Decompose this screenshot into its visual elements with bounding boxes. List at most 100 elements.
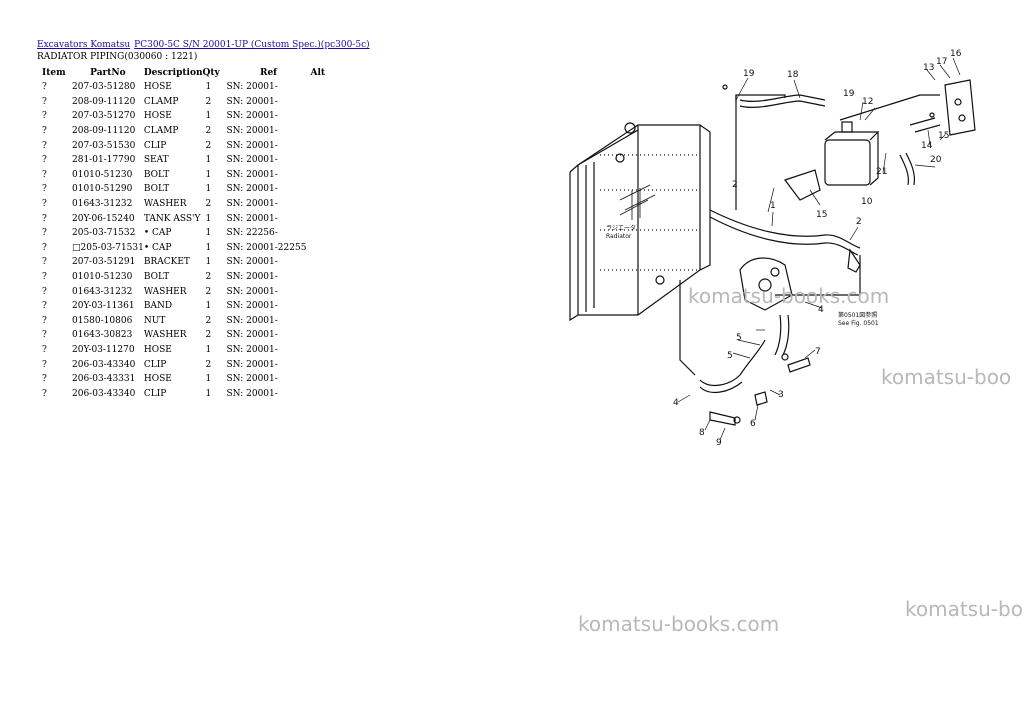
callout-1: 1 xyxy=(770,201,776,211)
table-header-row: Item PartNo Description Qty Ref Alt xyxy=(37,65,341,80)
row-part-no: 01643-30823 xyxy=(72,330,133,341)
row-description: WASHER xyxy=(143,199,187,210)
callout-11: 12 xyxy=(862,97,873,107)
row-qty: 2 xyxy=(205,199,212,210)
row-ref: SN: 20001- xyxy=(226,199,278,210)
row-alt xyxy=(311,284,341,299)
row-alt xyxy=(311,95,341,110)
row-alt xyxy=(311,328,341,343)
ref-note-en: See Fig. 0501 xyxy=(838,320,879,327)
row-ref: SN: 20001- xyxy=(226,169,278,180)
row-ref: SN: 20001- xyxy=(226,257,278,268)
row-ref: SN: 20001- xyxy=(226,330,278,341)
breadcrumb-link-model[interactable]: PC300-5C S/N 20001-UP (Custom Spec.)(pc3… xyxy=(134,40,370,50)
row-item: ? xyxy=(42,374,47,385)
row-part-no: □205-03-71531 xyxy=(72,242,144,253)
parts-table: Item PartNo Description Qty Ref Alt ?207… xyxy=(37,65,341,401)
row-qty: 2 xyxy=(205,315,212,326)
row-alt xyxy=(311,168,341,183)
callout-5b: 5 xyxy=(727,351,733,361)
callout-6: 6 xyxy=(750,419,756,429)
row-part-no: 208-09-11120 xyxy=(72,126,136,137)
row-ref: SN: 20001- xyxy=(226,140,278,151)
row-qty: 1 xyxy=(205,388,212,399)
mounting-bracket xyxy=(909,79,976,136)
row-description: BAND xyxy=(143,301,173,312)
row-ref: SN: 20001- xyxy=(226,286,278,297)
header-description: Description xyxy=(143,67,203,78)
row-description: BOLT xyxy=(143,272,170,283)
row-qty: 1 xyxy=(205,344,212,355)
row-ref: SN: 20001- xyxy=(226,344,278,355)
row-description: CLAMP xyxy=(143,126,179,137)
header-qty: Qty xyxy=(202,67,220,78)
row-ref: SN: 20001- xyxy=(226,155,278,166)
watermark-2: komatsu-boo xyxy=(881,365,1012,389)
row-alt xyxy=(311,372,341,387)
row-alt xyxy=(311,314,341,329)
row-item: ? xyxy=(42,184,47,195)
row-part-no: 205-03-71532 xyxy=(72,228,136,239)
row-item: ? xyxy=(42,96,47,107)
ref-note-jp: 第0501図参照 xyxy=(838,311,877,319)
row-description: WASHER xyxy=(143,286,187,297)
row-part-no: 20Y-03-11361 xyxy=(72,301,135,312)
row-qty: 2 xyxy=(205,140,212,151)
row-item: ? xyxy=(42,126,47,137)
callout-8: 8 xyxy=(699,428,705,438)
row-qty: 2 xyxy=(205,272,212,283)
row-description: BOLT xyxy=(143,169,170,180)
row-ref: SN: 20001- xyxy=(226,213,278,224)
leader-lines xyxy=(677,57,961,441)
row-qty: 1 xyxy=(205,155,212,166)
row-item: ? xyxy=(42,140,47,151)
row-item: ? xyxy=(42,344,47,355)
row-item: ? xyxy=(42,213,47,224)
callout-14: 15 xyxy=(938,131,949,141)
row-item: ? xyxy=(42,272,47,283)
row-alt xyxy=(311,241,341,256)
row-description: HOSE xyxy=(143,111,172,122)
watermark-1: komatsu-books.com xyxy=(688,284,890,308)
callout-5a: 5 xyxy=(736,333,742,343)
diagram-labels: ラジエータ Radiator 第0501図参照 See Fig. 0501 xyxy=(606,224,879,327)
row-description: NUT xyxy=(143,315,166,326)
row-qty: 1 xyxy=(205,228,212,239)
row-alt xyxy=(311,255,341,270)
hardware-parts xyxy=(709,84,811,426)
header-ref: Ref xyxy=(259,67,278,78)
row-item: ? xyxy=(42,242,47,253)
header-alt: Alt xyxy=(310,67,326,78)
row-part-no: 01010-51230 xyxy=(72,272,133,283)
row-item: ? xyxy=(42,199,47,210)
callout-3: 3 xyxy=(778,390,784,400)
row-ref: SN: 20001- xyxy=(226,315,278,326)
breadcrumb-link-category[interactable]: Excavators Komatsu xyxy=(37,40,131,50)
row-ref: SN: 20001- xyxy=(226,82,278,93)
row-description: CLAMP xyxy=(143,96,179,107)
callout-2a: 2 xyxy=(732,180,738,190)
row-qty: 2 xyxy=(205,330,212,341)
callout-20: 20 xyxy=(930,155,942,165)
row-item: ? xyxy=(42,359,47,370)
row-description: SEAT xyxy=(143,155,169,166)
row-alt xyxy=(311,124,341,139)
callout-18: 18 xyxy=(787,70,799,80)
row-alt xyxy=(311,226,341,241)
row-alt xyxy=(311,80,341,95)
callout-numbers: 19 18 1 2 2 19 12 15 10 20 21 13 17 16 1… xyxy=(673,49,962,448)
row-description: HOSE xyxy=(143,82,172,93)
row-qty: 2 xyxy=(205,96,212,107)
radiator-jp-label: ラジエータ xyxy=(606,224,636,232)
reserve-tank xyxy=(784,121,880,201)
